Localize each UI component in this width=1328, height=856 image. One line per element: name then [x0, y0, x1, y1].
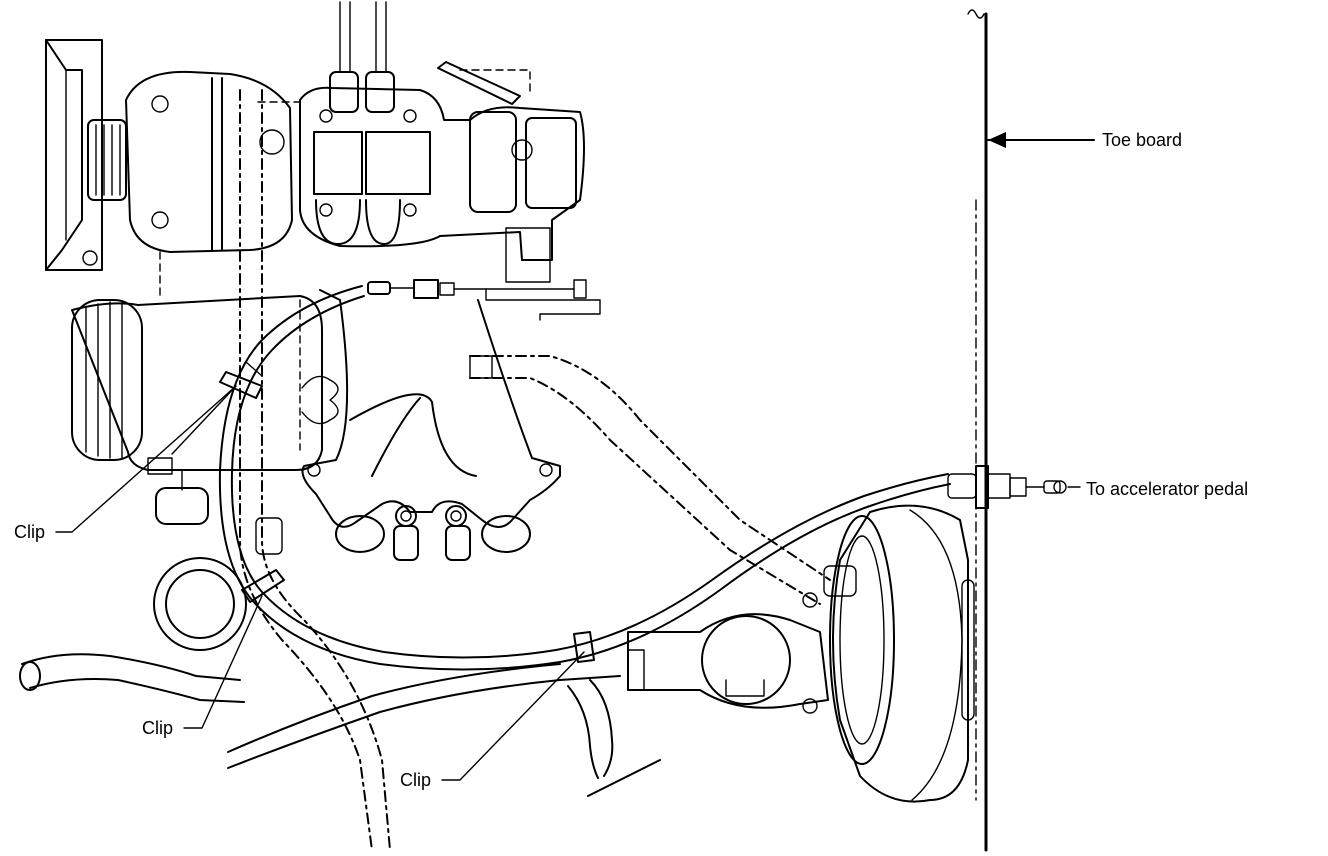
- clip-lower: [573, 631, 595, 663]
- brake-booster: [829, 504, 975, 803]
- alternator-body: [125, 70, 301, 253]
- cable-firewall-grommet: [947, 465, 1067, 509]
- heater-hose-left: [239, 89, 391, 851]
- radiator-hose-lower: [19, 517, 621, 769]
- throttle-body: [299, 61, 585, 283]
- radiator-fan-housing: [45, 39, 103, 271]
- alternator-pulley: [87, 119, 127, 201]
- accelerator-pedal-label: To accelerator pedal: [1086, 479, 1248, 499]
- toe-board-label: Toe board: [1102, 130, 1182, 150]
- accelerator-cable: [218, 285, 951, 671]
- clip-label-lower: Clip: [400, 770, 431, 790]
- clip-label-upper: Clip: [14, 522, 45, 542]
- intake-manifold: [301, 289, 561, 561]
- toe-board-arrow: [987, 132, 1095, 148]
- toe-board: [967, 9, 988, 852]
- clip-label-middle: Clip: [142, 718, 173, 738]
- master-cylinder: [627, 592, 829, 714]
- throttle-linkage: [367, 279, 601, 321]
- vacuum-hose: [567, 679, 661, 797]
- ac-compressor: [71, 251, 323, 525]
- throttle-cables-top: [329, 1, 395, 113]
- clip-middle: [241, 569, 285, 603]
- clip-upper: [219, 361, 263, 399]
- leader-lines: [55, 385, 1081, 781]
- coolant-hose-upper: [469, 355, 857, 605]
